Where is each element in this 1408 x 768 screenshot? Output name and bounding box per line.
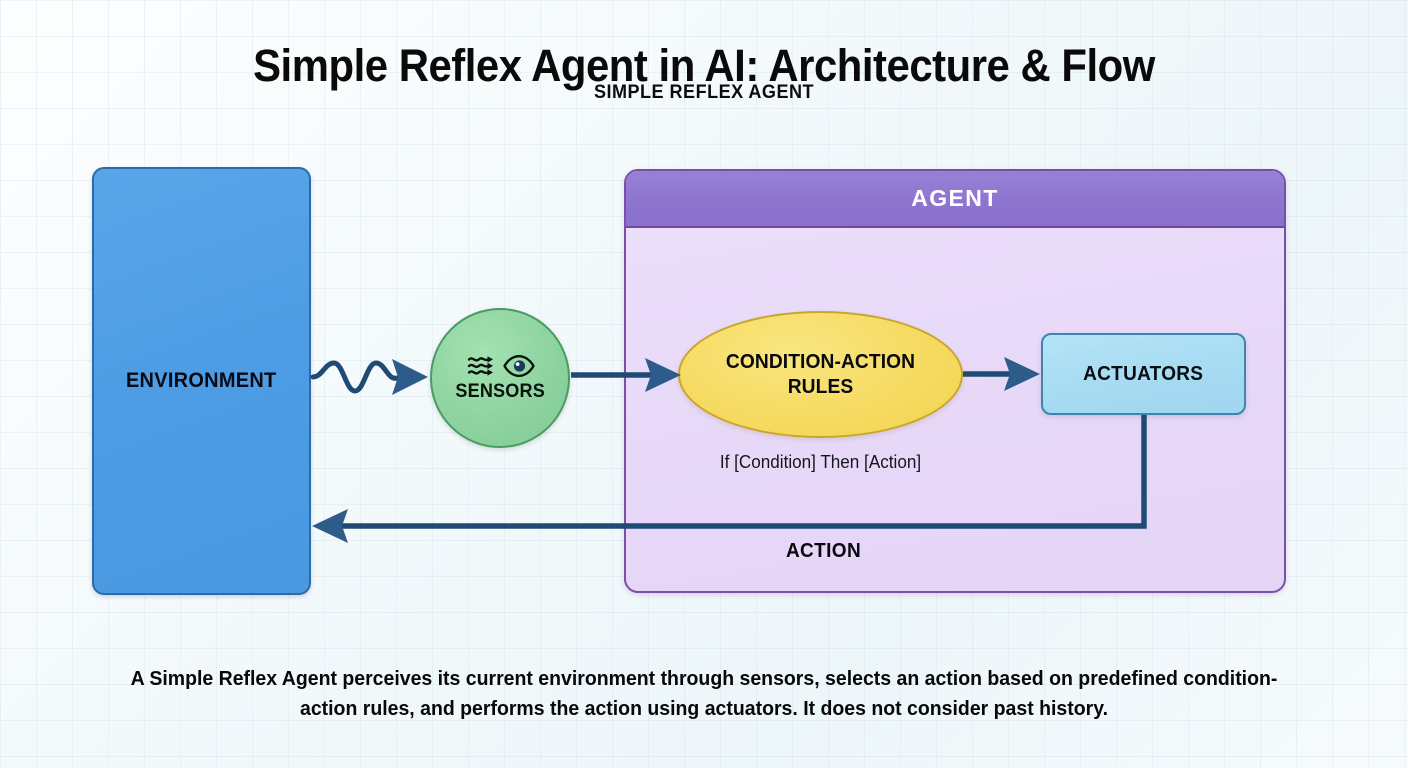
page-title: Simple Reflex Agent in AI: Architecture … <box>253 40 1155 91</box>
eye-icon <box>502 355 535 377</box>
percept-wavy-connector <box>310 359 428 395</box>
rules-formula-label: If [Condition] Then [Action] <box>719 452 922 472</box>
sensors-label: SENSORS <box>455 381 545 402</box>
action-feedback-label: ACTION <box>785 540 862 562</box>
actuators-label: ACTUATORS <box>1083 362 1204 385</box>
sensors-icon-group <box>466 353 535 379</box>
agent-header-label: AGENT <box>911 185 999 211</box>
caption-text: A Simple Reflex Agent perceives its curr… <box>130 667 1278 720</box>
agent-subtitle: SIMPLE REFLEX AGENT <box>594 82 814 103</box>
condition-action-rules-label: CONDITION-ACTION RULES <box>725 351 916 398</box>
agent-header: AGENT <box>626 171 1284 228</box>
environment-label: ENVIRONMENT <box>126 369 277 392</box>
environment-node[interactable]: ENVIRONMENT <box>92 167 311 595</box>
actuators-node[interactable]: ACTUATORS <box>1041 333 1246 415</box>
condition-action-rules-node[interactable]: CONDITION-ACTION RULES <box>678 311 963 438</box>
sensors-node[interactable]: SENSORS <box>430 308 570 448</box>
waves-icon <box>467 356 493 376</box>
